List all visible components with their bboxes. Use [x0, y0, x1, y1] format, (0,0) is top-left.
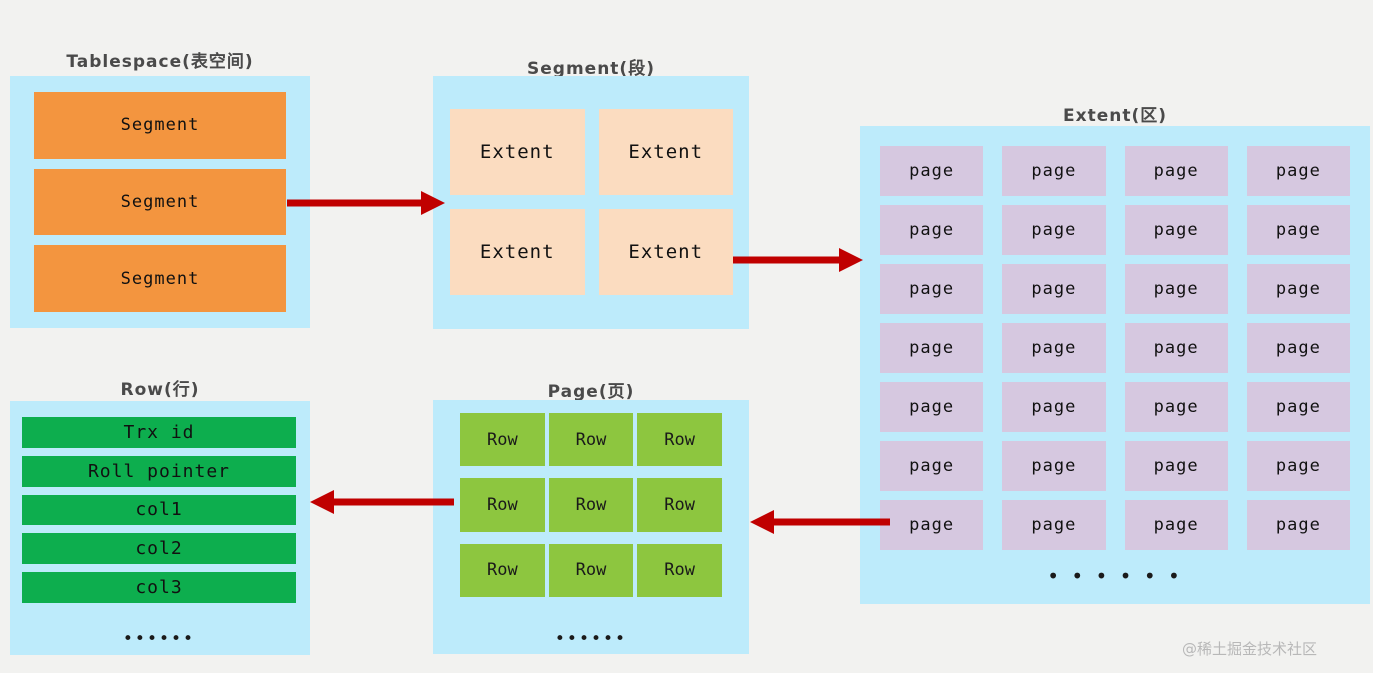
page-box: page [1002, 264, 1106, 314]
row-panel: Trx id Roll pointer col1 col2 col3 •••••• [10, 401, 310, 655]
watermark: @稀土掘金技术社区 [1182, 640, 1318, 658]
page-box: page [1246, 382, 1350, 432]
arrow-page-to-row [310, 490, 454, 514]
page-box: page [1124, 146, 1228, 196]
row-field: Roll pointer [22, 455, 296, 487]
extent-box: Extent [598, 209, 733, 295]
page-box: page [1124, 500, 1228, 550]
page-box: page [1124, 264, 1228, 314]
row-field: Trx id [22, 417, 296, 448]
row-box: Row [637, 543, 722, 597]
segment-box: Segment [34, 168, 286, 236]
arrow-tablespace-to-segment [287, 191, 445, 215]
extent-ellipsis: • • • • • • [1047, 564, 1183, 588]
page-box: page [1002, 441, 1106, 491]
extent-panel: page page page page page page page page page page… [860, 126, 1370, 604]
row-box: Row [637, 413, 722, 467]
row-field: col1 [22, 494, 296, 526]
row-box: Row [548, 543, 634, 597]
tablespace-title: Tablespace(表空间) [66, 52, 254, 72]
page-box: page [1246, 441, 1350, 491]
row-field-list: Trx id Roll pointer col1 col2 col3 [22, 417, 296, 603]
page-box: page [880, 205, 984, 255]
extent-box: Extent [450, 109, 585, 195]
segment-box: Segment [34, 92, 286, 159]
page-box: page [1002, 205, 1106, 255]
page-box: page [1246, 500, 1350, 550]
row-box: Row [460, 543, 545, 597]
page-box: page [1124, 382, 1228, 432]
page-box: page [1002, 382, 1106, 432]
row-field: col2 [22, 533, 296, 565]
page-box: page [880, 323, 984, 373]
page-title: Page(页) [547, 382, 635, 402]
row-box: Row [637, 478, 722, 532]
row-box: Row [548, 478, 634, 532]
row-ellipsis: •••••• [122, 629, 196, 649]
row-field: col3 [22, 572, 296, 603]
page-box: page [1124, 441, 1228, 491]
page-box: page [1002, 500, 1106, 550]
row-box: Row [548, 413, 634, 467]
page-box: page [880, 264, 984, 314]
row-box: Row [460, 478, 545, 532]
page-box: page [1124, 323, 1228, 373]
extent-box: Extent [598, 109, 733, 195]
page-box: page [1246, 205, 1350, 255]
page-box: page [880, 382, 984, 432]
page-box: page [880, 441, 984, 491]
extent-title: Extent(区) [1062, 106, 1167, 126]
segment-box: Segment [34, 245, 286, 313]
page-box: page [1246, 264, 1350, 314]
page-box: page [1246, 323, 1350, 373]
page-box: page [1124, 205, 1228, 255]
page-box: page [1002, 146, 1106, 196]
row-box: Row [460, 413, 545, 467]
arrow-segment-to-extent [733, 248, 863, 272]
extent-page-grid: page page page page page page page page page page… [880, 146, 1350, 550]
page-box: page [1246, 146, 1350, 196]
page-box: page [880, 500, 984, 550]
page-box: page [880, 146, 984, 196]
arrow-extent-to-page [750, 510, 890, 534]
segment-title: Segment(段) [527, 59, 655, 79]
extent-box: Extent [450, 209, 585, 295]
row-title: Row(行) [120, 380, 200, 400]
page-ellipsis: •••••• [554, 629, 628, 649]
page-box: page [1002, 323, 1106, 373]
